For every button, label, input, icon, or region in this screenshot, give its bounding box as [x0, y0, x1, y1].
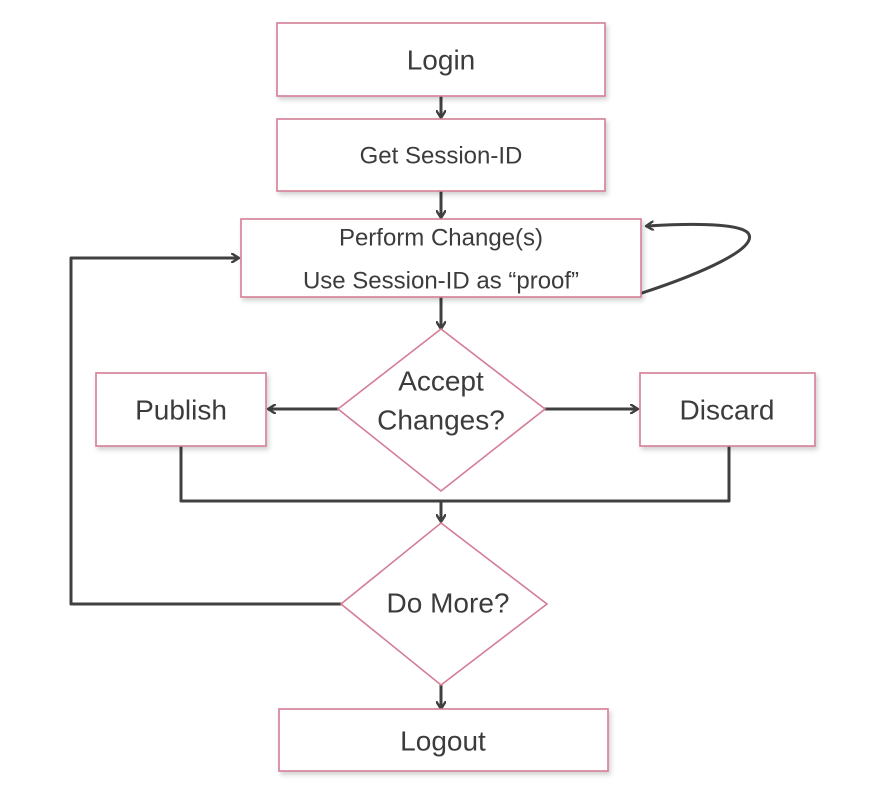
edge-do-more-loop-back: [69, 258, 343, 606]
node-do-more: Do More?: [339, 521, 549, 687]
node-accept-changes: Accept Changes?: [336, 327, 547, 493]
do-more-label: Do More?: [387, 588, 510, 619]
edge-publish-discard-merge: [179, 444, 731, 503]
node-logout: Logout: [278, 708, 609, 772]
accept-changes-diamond: [336, 327, 547, 493]
accept-label: Accept: [398, 366, 484, 397]
node-publish: Publish: [95, 372, 267, 447]
session-id-proof-label: Use Session-ID as “proof”: [303, 268, 579, 295]
node-login: Login: [276, 22, 606, 97]
discard-box: [639, 372, 816, 447]
get-session-id-label: Get Session-ID: [360, 143, 523, 170]
login-label: Login: [407, 45, 476, 76]
publish-box: [95, 372, 267, 447]
edge-perform-self-loop: [640, 224, 751, 295]
discard-label: Discard: [680, 395, 775, 426]
perform-changes-label: Perform Change(s): [339, 225, 543, 252]
logout-box: [278, 708, 609, 772]
login-box: [276, 22, 606, 97]
logout-label: Logout: [400, 726, 486, 757]
connectors: [69, 94, 751, 707]
changes-question-label: Changes?: [377, 405, 505, 436]
publish-label: Publish: [135, 395, 227, 426]
node-perform-changes: Perform Change(s) Use Session-ID as “pro…: [240, 218, 642, 298]
get-session-id-box: [276, 118, 606, 192]
node-discard: Discard: [639, 372, 816, 447]
node-get-session-id: Get Session-ID: [276, 118, 606, 192]
do-more-diamond: [339, 521, 549, 687]
perform-changes-box: [240, 218, 642, 298]
